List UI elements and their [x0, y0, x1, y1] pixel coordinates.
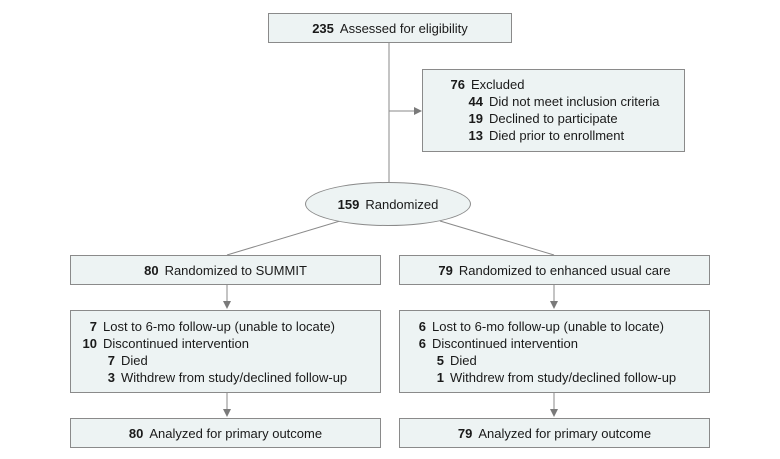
- excluded-reason-count: 13: [468, 128, 483, 143]
- right-analyzed-label: Analyzed for primary outcome: [478, 425, 652, 441]
- left-allocation-box: 80 Randomized to SUMMIT: [70, 255, 381, 285]
- right-followup-box: 6 Lost to 6-mo follow-up (unable to loca…: [399, 310, 710, 393]
- left-followup-box: 7 Lost to 6-mo follow-up (unable to loca…: [70, 310, 381, 393]
- randomized-count: 159: [337, 196, 360, 212]
- excluded-box: 76 Excluded 44 Did not meet inclusion cr…: [422, 69, 685, 152]
- right-analysis-box: 79 Analyzed for primary outcome: [399, 418, 710, 448]
- randomized-label: Randomized: [365, 196, 439, 212]
- followup-lost-row: 6 Lost to 6-mo follow-up (unable to loca…: [404, 318, 709, 335]
- excluded-reason-row: 13 Died prior to enrollment: [441, 127, 684, 144]
- followup-discontinued-label: Discontinued intervention: [103, 336, 249, 351]
- left-allocation-label: Randomized to SUMMIT: [164, 262, 307, 278]
- followup-died-label: Died: [450, 353, 477, 368]
- followup-lost-label: Lost to 6-mo follow-up (unable to locate…: [432, 319, 664, 334]
- randomized-ellipse: 159 Randomized: [305, 182, 471, 226]
- followup-withdrew-label: Withdrew from study/declined follow-up: [450, 370, 677, 385]
- left-analysis-box: 80 Analyzed for primary outcome: [70, 418, 381, 448]
- followup-withdrew-row: 3 Withdrew from study/declined follow-up: [75, 369, 380, 386]
- followup-discontinued-label: Discontinued intervention: [432, 336, 578, 351]
- followup-lost-label: Lost to 6-mo follow-up (unable to locate…: [103, 319, 335, 334]
- followup-discontinued-row: 6 Discontinued intervention: [404, 335, 709, 352]
- excluded-reason-label: Declined to participate: [489, 111, 618, 126]
- followup-died-count: 7: [107, 353, 115, 368]
- excluded-reason-row: 44 Did not meet inclusion criteria: [441, 93, 684, 110]
- followup-discontinued-row: 10 Discontinued intervention: [75, 335, 380, 352]
- left-analyzed-count: 80: [128, 425, 144, 441]
- excluded-count: 76: [450, 77, 465, 92]
- left-allocation-count: 80: [144, 262, 159, 278]
- excluded-reason-count: 44: [468, 94, 483, 109]
- followup-lost-count: 6: [418, 319, 426, 334]
- assessed-box: 235 Assessed for eligibility: [268, 13, 512, 43]
- followup-withdrew-row: 1 Withdrew from study/declined follow-up: [404, 369, 709, 386]
- followup-discontinued-count: 10: [82, 336, 97, 351]
- excluded-total-row: 76 Excluded: [441, 76, 684, 93]
- excluded-reason-label: Did not meet inclusion criteria: [489, 94, 660, 109]
- assessed-label: Assessed for eligibility: [339, 20, 468, 36]
- assessed-count: 235: [312, 20, 334, 36]
- excluded-reason-label: Died prior to enrollment: [489, 128, 625, 143]
- connector-randomized-to-left: [226, 220, 341, 256]
- followup-died-count: 5: [436, 353, 444, 368]
- followup-lost-row: 7 Lost to 6-mo follow-up (unable to loca…: [75, 318, 380, 335]
- followup-lost-count: 7: [89, 319, 97, 334]
- excluded-label: Excluded: [471, 77, 525, 92]
- followup-withdrew-count: 1: [436, 370, 444, 385]
- right-allocation-count: 79: [438, 262, 453, 278]
- excluded-reason-count: 19: [468, 111, 483, 126]
- right-analyzed-count: 79: [457, 425, 473, 441]
- right-allocation-box: 79 Randomized to enhanced usual care: [399, 255, 710, 285]
- followup-discontinued-count: 6: [418, 336, 426, 351]
- excluded-reason-row: 19 Declined to participate: [441, 110, 684, 127]
- connector-randomized-to-right: [439, 220, 555, 256]
- left-analyzed-label: Analyzed for primary outcome: [149, 425, 323, 441]
- followup-withdrew-label: Withdrew from study/declined follow-up: [121, 370, 348, 385]
- right-allocation-label: Randomized to enhanced usual care: [458, 262, 671, 278]
- followup-died-label: Died: [121, 353, 148, 368]
- followup-died-row: 5 Died: [404, 352, 709, 369]
- followup-died-row: 7 Died: [75, 352, 380, 369]
- followup-withdrew-count: 3: [107, 370, 115, 385]
